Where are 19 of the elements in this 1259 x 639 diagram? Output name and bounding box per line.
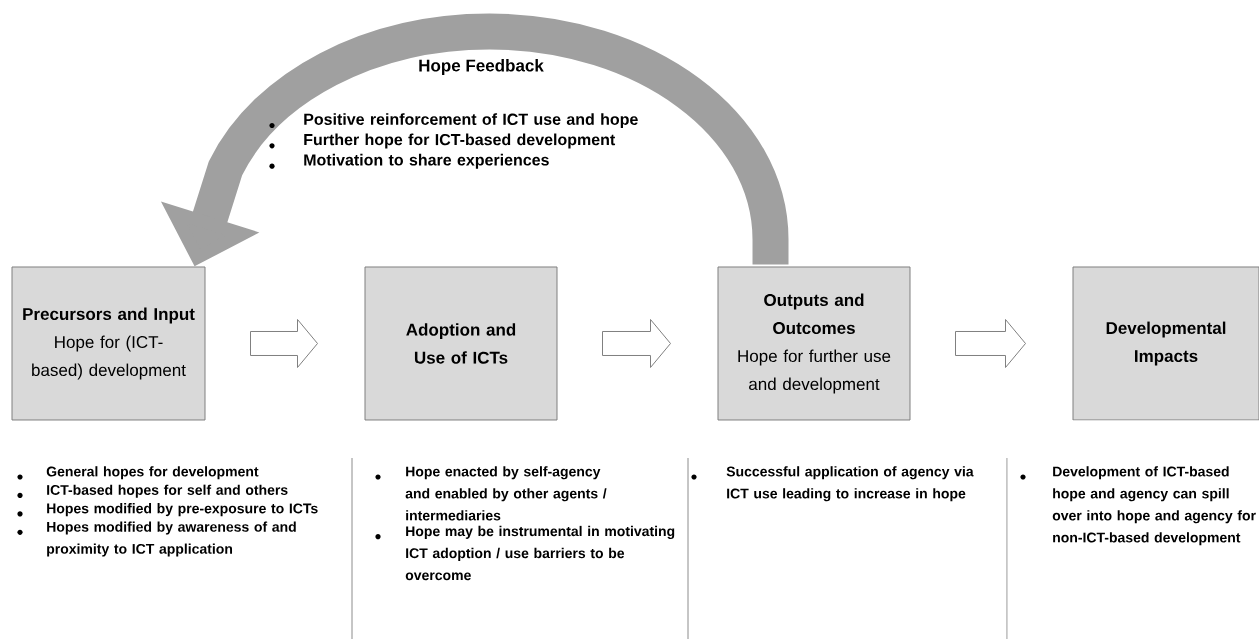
edge-label: Hope Feedback (419, 59, 544, 75)
bullet-text: Further hope for ICT-based development (304, 133, 616, 149)
block-arrow (955, 319, 1026, 368)
bullet-text: Hope enacted by self-agency and enabled by other agents / intermediaries (405, 466, 607, 521)
bullet-text: Motivation to share experiences (304, 153, 549, 169)
block-arrow (602, 319, 671, 368)
bullet-text: Hopes modified by awareness of and proximity to ICT application (47, 521, 296, 557)
process-box: Outputs and Outcomes Hope for further use and development (717, 266, 911, 421)
bullet-text: Positive reinforcement of ICT use and hope (304, 113, 638, 129)
process-box: Adoption and Use of ICTs (364, 266, 558, 421)
process-box: Developmental Impacts (1072, 266, 1259, 421)
bullet-text: ICT-based hopes for self and others (47, 484, 288, 498)
bullet-text: Successful application of agency via ICT use leading to increase in hope (726, 466, 974, 502)
process-box: Precursors and Input Hope for (ICT-based) development (11, 266, 206, 421)
bullet-text: General hopes for development (46, 466, 259, 480)
bullet-text: Development of ICT-based hope and agency can spill over into hope and agency for non-ICT-based development (1052, 466, 1256, 546)
bullet-text: Hopes modified by pre-exposure to ICTs (47, 503, 318, 517)
block-arrow (250, 319, 318, 368)
bullet-text: Hope may be instrumental in motivating ICT adoption / use barriers to be overcome (405, 525, 675, 581)
